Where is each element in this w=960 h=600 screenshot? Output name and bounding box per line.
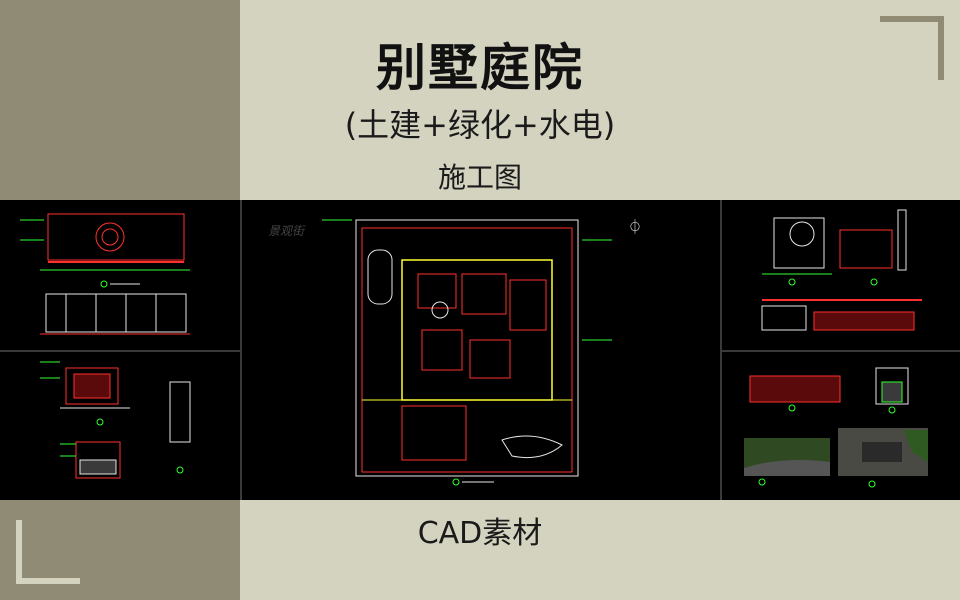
page-title: 别墅庭院 — [376, 39, 584, 97]
cad-drawing-site-plan: ⏀ — [322, 219, 642, 486]
cad-panel-left-top — [0, 200, 240, 350]
cad-drawings-strip: ⏀ — [0, 200, 960, 500]
corner-bracket-top-right — [880, 16, 944, 80]
cad-drawing-detail-2 — [744, 367, 928, 488]
cad-drawing-detail-1 — [761, 209, 922, 331]
cad-drawing-section-1 — [40, 361, 191, 479]
panel-divider-left-h — [0, 350, 240, 352]
cad-panel-right-top — [722, 200, 960, 350]
page-subtitle-secondary: 施工图 — [437, 161, 522, 194]
watermark: 景观街 — [268, 224, 305, 238]
svg-text:⏀: ⏀ — [628, 219, 642, 236]
footer-label: CAD素材 — [417, 516, 543, 551]
panel-divider-left — [240, 200, 242, 500]
panel-divider-right — [720, 200, 722, 500]
panel-divider-right-h — [722, 350, 960, 352]
cad-panel-center-plan: ⏀ — [242, 200, 720, 500]
cad-panel-right-bottom — [722, 352, 960, 500]
corner-bracket-bottom-left — [16, 520, 80, 584]
cad-drawing-elevation-1 — [20, 213, 190, 335]
cad-panel-left-bottom — [0, 352, 240, 500]
page-subtitle: (土建+绿化+水电) — [344, 106, 616, 144]
